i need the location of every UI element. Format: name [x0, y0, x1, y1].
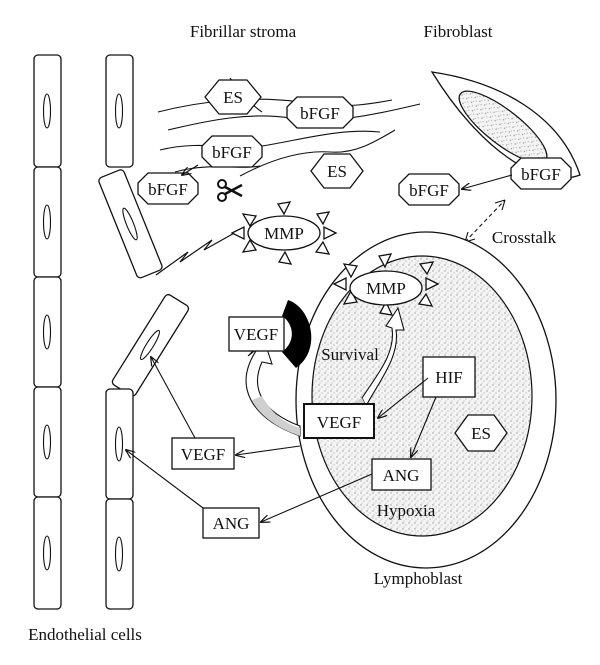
mmp-lymphoblast: MMP	[332, 253, 440, 316]
fibrillar-stroma-label: Fibrillar stroma	[190, 22, 297, 41]
svg-text:VEGF: VEGF	[181, 445, 225, 464]
lymphoblast-nucleus	[311, 255, 533, 537]
hypoxia-label: Hypoxia	[377, 501, 436, 520]
fibroblast-release-arrow	[462, 174, 513, 189]
vegf-box-outer: VEGF	[171, 437, 235, 470]
endothelial-cells-label: Endothelial cells	[28, 625, 142, 644]
mmp-stroma: MMP	[230, 201, 338, 265]
vegf-receptor	[282, 300, 312, 368]
bfgf-octagon-top: bFGF	[286, 96, 354, 129]
scissors-icon	[217, 179, 243, 202]
svg-text:bFGF: bFGF	[409, 181, 449, 200]
stroma-fibers	[157, 77, 421, 177]
endothelial-column-left	[33, 54, 62, 610]
crosstalk-label: Crosstalk	[492, 228, 557, 247]
vegf-box-inner: VEGF	[303, 403, 375, 439]
svg-text:MMP: MMP	[366, 279, 406, 298]
autocrine-loop-left	[245, 338, 301, 437]
bfgf-octagon-fibroblast: bFGF	[510, 157, 572, 190]
es-hexagon-inner: ES	[454, 414, 508, 452]
bfgf-octagon-released: bFGF	[398, 173, 460, 206]
lightning-icon	[155, 230, 239, 276]
ang-box-outer: ANG	[202, 507, 260, 539]
svg-text:ES: ES	[223, 88, 243, 107]
bfgf-octagon-left: bFGF	[137, 172, 199, 205]
vegf-box-receptor: VEGF	[228, 316, 285, 352]
svg-text:ANG: ANG	[383, 466, 420, 485]
fibroblast-label: Fibroblast	[424, 22, 493, 41]
signal-arrows	[126, 357, 373, 522]
svg-text:ES: ES	[471, 424, 491, 443]
hif-box: HIF	[422, 356, 476, 398]
ang-box-inner: ANG	[371, 458, 432, 491]
svg-text:VEGF: VEGF	[234, 325, 278, 344]
hif-to-vegf-arrow	[378, 377, 429, 418]
svg-text:MMP: MMP	[264, 224, 304, 243]
endothelial-column-right	[98, 54, 190, 610]
svg-text:ANG: ANG	[213, 514, 250, 533]
es-hexagon-top: ES	[204, 79, 262, 115]
svg-text:bFGF: bFGF	[212, 143, 252, 162]
es-hexagon-mid: ES	[310, 153, 364, 189]
fibroblast-cell	[430, 71, 581, 179]
hif-to-ang-arrow	[411, 396, 437, 457]
svg-text:HIF: HIF	[435, 368, 462, 387]
survival-label: Survival	[321, 345, 379, 364]
svg-text:bFGF: bFGF	[521, 165, 561, 184]
svg-text:VEGF: VEGF	[317, 413, 361, 432]
bfgf-release-arrow	[182, 164, 199, 175]
lymphoblast-label: Lymphoblast	[374, 569, 463, 588]
autocrine-loop-right	[361, 306, 405, 408]
svg-text:bFGF: bFGF	[148, 180, 188, 199]
svg-text:ES: ES	[327, 162, 347, 181]
svg-text:bFGF: bFGF	[300, 104, 340, 123]
bfgf-octagon-mid: bFGF	[201, 135, 263, 168]
